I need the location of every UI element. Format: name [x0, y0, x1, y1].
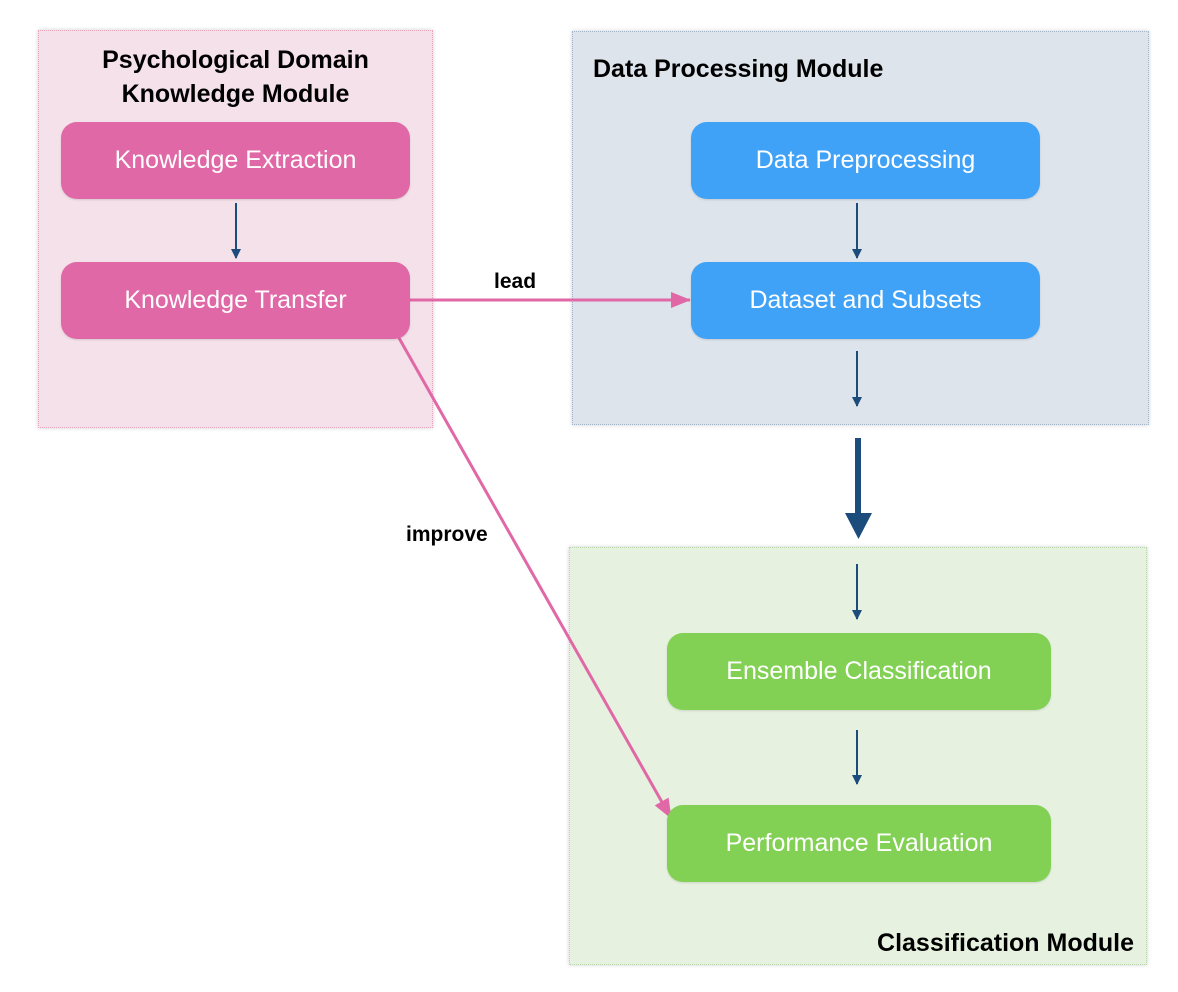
dataset-and-subsets-node: Dataset and Subsets	[691, 262, 1040, 339]
data-preprocessing-node: Data Preprocessing	[691, 122, 1040, 199]
improve-label: improve	[406, 523, 488, 546]
knowledge-transfer-node: Knowledge Transfer	[61, 262, 410, 339]
psychological-domain-knowledge-module: Psychological Domain Knowledge Module	[38, 30, 433, 428]
data-module-title: Data Processing Module	[593, 55, 884, 83]
psych-module-title: Psychological Domain Knowledge Module	[102, 46, 369, 108]
ensemble-classification-node: Ensemble Classification	[667, 633, 1051, 710]
performance-evaluation-node: Performance Evaluation	[667, 805, 1051, 882]
classification-module-title: Classification Module	[877, 929, 1134, 957]
lead-label: lead	[494, 270, 537, 293]
knowledge-extraction-node: Knowledge Extraction	[61, 122, 410, 199]
big-arrow-head	[845, 513, 872, 539]
classification-module: Classification Module	[569, 547, 1147, 965]
big-arrow-shaft	[855, 438, 861, 514]
data-processing-module: Data Processing Module	[572, 31, 1149, 425]
